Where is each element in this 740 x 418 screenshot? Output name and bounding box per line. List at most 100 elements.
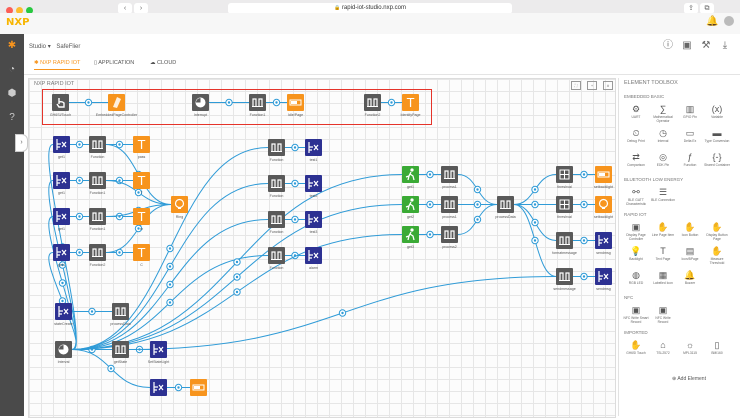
- node-b13[interactable]: Ring: [171, 196, 188, 219]
- node-a3[interactable]: Interrupt: [192, 94, 209, 117]
- toolbox-item[interactable]: ✋Icon Button: [679, 221, 701, 243]
- address-bar[interactable]: 🔒 rapid-iot-studio.nxp.com: [228, 3, 512, 14]
- toolbox-item[interactable]: 💡Backlight: [625, 245, 647, 267]
- download-icon[interactable]: ⤓: [722, 40, 728, 51]
- canvas[interactable]: NXP RAPID IOT ⛶ + #: [28, 78, 616, 418]
- node-d1[interactable]: get1: [402, 166, 419, 189]
- node-f4[interactable]: getState: [112, 341, 129, 364]
- grid-icon[interactable]: #: [603, 81, 613, 90]
- node-a5[interactable]: Idle/Page: [287, 94, 304, 117]
- breadcrumb-studio[interactable]: Studio: [29, 44, 47, 50]
- toolbox-item[interactable]: ☰BLE Connection: [651, 186, 675, 208]
- toolbox-item[interactable]: ▤Icon/BPage: [679, 245, 701, 267]
- node-c5[interactable]: Function: [268, 211, 285, 234]
- node-e8[interactable]: sendmsg: [595, 268, 612, 291]
- toolbox-item[interactable]: ▣NFC Write Smart Record: [623, 304, 648, 326]
- node-d6[interactable]: process2: [441, 226, 458, 249]
- node-d4[interactable]: process1: [441, 196, 458, 219]
- toolbox-item[interactable]: ▥GPIO Pin: [679, 103, 701, 125]
- add-element-button[interactable]: ⊕ Add Element: [672, 376, 706, 382]
- node-f7[interactable]: [190, 379, 207, 396]
- node-e4[interactable]: setbacklight: [594, 196, 613, 219]
- toolbox-item[interactable]: ∑Mathematical Operator: [652, 103, 674, 125]
- node-f3[interactable]: Interval: [55, 341, 72, 364]
- fit-view-icon[interactable]: ⛶: [571, 81, 581, 90]
- toolbox-item[interactable]: ✋Display Button Page: [706, 221, 728, 243]
- node-e3[interactable]: threshval: [556, 196, 573, 219]
- toolbox-item[interactable]: (x)Variable: [706, 103, 728, 125]
- node-b11[interactable]: Function2: [89, 244, 106, 267]
- node-a1[interactable]: GH6SI/Touch: [50, 94, 71, 117]
- node-c4[interactable]: test2: [305, 175, 322, 198]
- node-c3[interactable]: Function: [268, 175, 285, 198]
- node-a4[interactable]: Function1: [249, 94, 266, 117]
- zoom-icon[interactable]: +: [587, 81, 597, 90]
- node-f2[interactable]: processData: [110, 303, 131, 326]
- box-icon[interactable]: ⬢: [7, 88, 17, 99]
- node-a2[interactable]: EmbeddedPageController: [96, 94, 137, 117]
- toolbox-item[interactable]: ◍RGB LED: [625, 269, 647, 291]
- node-e2[interactable]: setbacklight: [594, 166, 613, 189]
- node-f6[interactable]: [150, 379, 167, 396]
- toolbox-item[interactable]: ✋Line Page Item: [652, 221, 674, 243]
- node-a6[interactable]: Function2: [364, 94, 381, 117]
- toolbox-item[interactable]: ☼MPL3115: [679, 339, 701, 361]
- node-f1[interactable]: stateCreate: [54, 303, 73, 326]
- node-c8[interactable]: alarm: [305, 247, 322, 270]
- toolbox-item[interactable]: ◎EDK Pin: [652, 151, 674, 173]
- toolbox-item[interactable]: ✋GH6SI Touch: [625, 339, 647, 361]
- tab-cloud[interactable]: ☁ CLOUD: [150, 60, 177, 66]
- toolbox-item[interactable]: ✋Measure Threshold: [706, 245, 728, 267]
- node-b5[interactable]: Function1: [89, 172, 106, 195]
- close-window-icon[interactable]: [6, 7, 13, 14]
- node-c7[interactable]: Function: [268, 247, 285, 270]
- node-d3[interactable]: get2: [402, 196, 419, 219]
- node-e1[interactable]: threshval: [556, 166, 573, 189]
- node-b8[interactable]: Function1: [89, 208, 106, 231]
- logo[interactable]: NXP: [6, 17, 30, 28]
- node-e7[interactable]: sendmessage: [553, 268, 576, 291]
- sensors-icon[interactable]: ✱: [7, 40, 17, 51]
- node-f5[interactable]: SetStateLight: [148, 341, 169, 364]
- toolbox-item[interactable]: ⌂TSL2572: [652, 339, 674, 361]
- node-b10[interactable]: get4: [53, 244, 70, 267]
- tab-nxp-rapid-iot[interactable]: ✱ NXP RAPID IOT: [34, 60, 81, 70]
- dashboard-icon[interactable]: ◔: [8, 64, 16, 75]
- toolbox-item[interactable]: ▯BMI160: [706, 339, 728, 361]
- node-c2[interactable]: test1: [305, 139, 322, 162]
- breadcrumb-project[interactable]: SafeFlier: [56, 44, 81, 50]
- minimize-window-icon[interactable]: [16, 7, 23, 14]
- maximize-window-icon[interactable]: [26, 7, 33, 14]
- node-d2[interactable]: process1: [441, 166, 458, 189]
- node-e6[interactable]: sendmsg: [595, 232, 612, 255]
- toolbox-item[interactable]: ▣NFC Write Record: [652, 304, 674, 326]
- toolbox-item[interactable]: ▣Display Page Controller: [625, 221, 647, 243]
- node-b4[interactable]: get1: [53, 172, 70, 195]
- node-c6[interactable]: test3: [305, 211, 322, 234]
- tab-application[interactable]: ▯ APPLICATION: [94, 60, 135, 66]
- toolbox-item[interactable]: ⚙UART: [625, 103, 647, 125]
- node-c1[interactable]: Function: [268, 139, 285, 162]
- toolbox-item[interactable]: ⚯BLE GATT Characteristic: [625, 186, 647, 208]
- toolbox-item[interactable]: ▦Labelled Icon: [652, 269, 674, 291]
- notification-icon[interactable]: 🔔: [706, 16, 719, 27]
- info-icon[interactable]: ⓘ: [663, 40, 673, 51]
- toolbox-item[interactable]: {-}Shared Container: [704, 151, 730, 173]
- toolbox-item[interactable]: ▬Type Conversion: [705, 127, 730, 149]
- node-e5[interactable]: formatmessage: [552, 232, 577, 255]
- toolbox-item[interactable]: ⏲Debug Print: [625, 127, 647, 149]
- back-icon[interactable]: ‹: [118, 3, 132, 14]
- node-b2[interactable]: Function: [89, 136, 106, 159]
- toolbox-item[interactable]: ◷Interval: [652, 127, 674, 149]
- node-d5[interactable]: get3: [402, 226, 419, 249]
- collapse-sidebar-icon[interactable]: ›: [15, 134, 28, 152]
- share-icon[interactable]: ⇪: [684, 3, 698, 14]
- save-icon[interactable]: ▣: [682, 40, 692, 51]
- toolbox-item[interactable]: 🔔Buzzer: [679, 269, 701, 291]
